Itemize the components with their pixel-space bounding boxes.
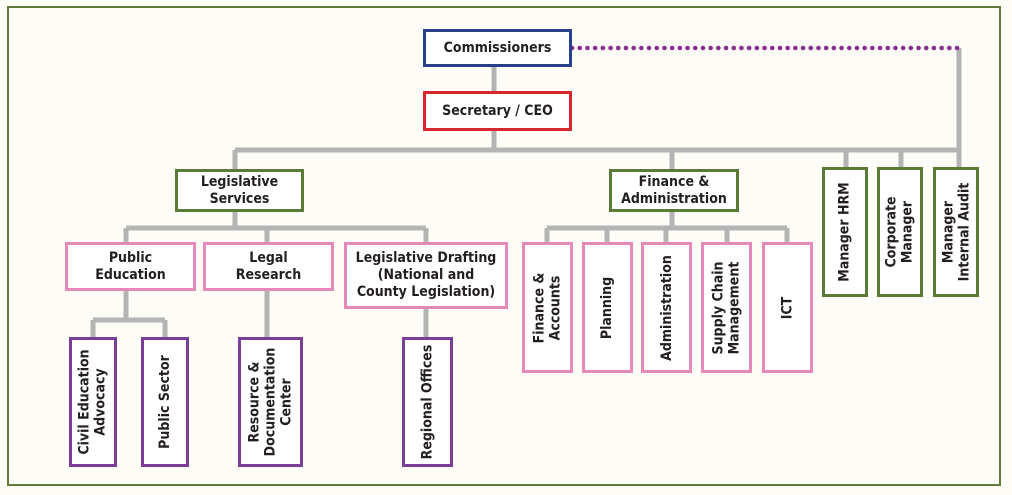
secretary-ceo-box: Secretary / CEO	[423, 91, 572, 131]
manager-internal-audit-box: Manager Internal Audit	[933, 167, 979, 297]
administration-label: Administration	[658, 254, 675, 361]
legislative-drafting-label: Legislative Drafting (National and Count…	[355, 250, 497, 300]
finance-accounts-label: Finance & Accounts	[531, 272, 564, 343]
supply-chain-management-label: Supply Chain Management	[710, 261, 743, 354]
manager-hrm-label: Manager HRM	[837, 182, 853, 282]
public-sector-box: Public Sector	[141, 337, 189, 467]
corporate-manager-label: Corporate Manager	[884, 196, 916, 268]
regional-offices-label: Regional Offices	[419, 344, 436, 460]
planning-label: Planning	[599, 276, 616, 339]
regional-offices-box: Regional Offices	[402, 337, 453, 467]
supply-chain-management-box: Supply Chain Management	[701, 242, 752, 373]
public-education-label: Public Education	[95, 249, 166, 283]
resource-documentation-center-label: Resource & Documentation Center	[246, 347, 295, 457]
civil-education-advocacy-label: Civil Education Advocacy	[77, 349, 110, 455]
secretary-ceo-label: Secretary / CEO	[442, 102, 553, 119]
legal-research-label: Legal Research	[235, 249, 302, 283]
ict-label: ICT	[779, 296, 796, 319]
legislative-services-label: Legislative Services	[200, 173, 279, 207]
finance-administration-box: Finance & Administration	[609, 169, 739, 212]
manager-internal-audit-label: Manager Internal Audit	[940, 182, 973, 282]
corporate-manager-box: Corporate Manager	[877, 167, 923, 297]
legislative-services-box: Legislative Services	[175, 169, 304, 212]
finance-accounts-box: Finance & Accounts	[522, 242, 573, 373]
administration-box: Administration	[641, 242, 692, 373]
finance-administration-label: Finance & Administration	[621, 173, 727, 207]
planning-box: Planning	[582, 242, 633, 373]
ict-box: ICT	[762, 242, 813, 373]
public-education-box: Public Education	[65, 242, 196, 291]
commissioners-label: Commissioners	[443, 39, 552, 56]
manager-hrm-box: Manager HRM	[822, 167, 868, 297]
legislative-drafting-box: Legislative Drafting (National and Count…	[344, 242, 508, 309]
resource-documentation-center-box: Resource & Documentation Center	[238, 337, 303, 467]
civil-education-advocacy-box: Civil Education Advocacy	[69, 337, 117, 467]
public-sector-label: Public Sector	[157, 355, 174, 449]
commissioners-box: Commissioners	[423, 29, 572, 67]
legal-research-box: Legal Research	[203, 242, 334, 291]
